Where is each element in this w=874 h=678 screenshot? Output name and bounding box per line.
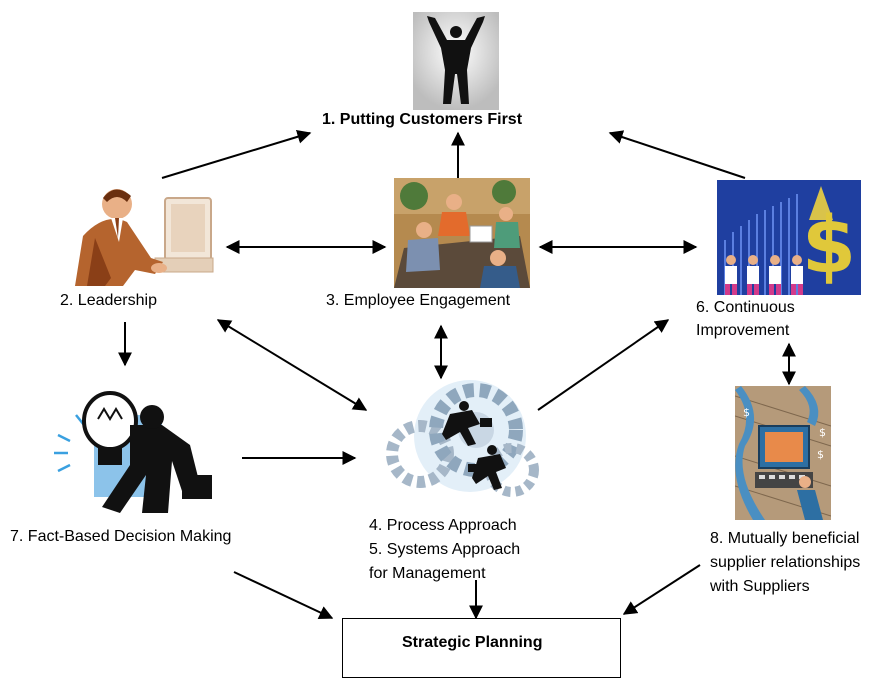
- rising-bar-chart-dollar-icon: $: [717, 180, 861, 295]
- lightbulb-idea-icon: [54, 391, 212, 513]
- improvement-image: $: [717, 180, 861, 295]
- label-continuous-2: Improvement: [696, 322, 790, 339]
- label-leadership: 2. Leadership: [60, 292, 157, 309]
- label-supplier-3: with Suppliers: [710, 578, 810, 595]
- arrow-improvement-to-customers: [608, 130, 746, 179]
- team-meeting-icon: [394, 178, 530, 288]
- engagement-image: [394, 178, 530, 288]
- svg-text:$: $: [743, 406, 750, 419]
- arrow-leadership-to-customers: [161, 129, 312, 179]
- customers-image: [413, 12, 499, 110]
- svg-text:$: $: [817, 448, 824, 461]
- connector-arrows: [118, 129, 796, 620]
- label-continuous-1: 6. Continuous: [696, 299, 795, 316]
- arrow-process-to-improvement: [537, 319, 670, 411]
- arrow-leadership-process: [216, 319, 368, 411]
- label-management: for Management: [369, 565, 486, 582]
- label-engagement: 3. Employee Engagement: [326, 292, 511, 309]
- arrow-fact-to-planning: [233, 571, 334, 619]
- label-systems: 5. Systems Approach: [369, 541, 521, 558]
- arrow-supplier-to-planning: [622, 564, 701, 615]
- supplier-image: $ $ $: [734, 386, 832, 520]
- label-process: 4. Process Approach: [369, 517, 517, 534]
- svg-text:$: $: [802, 201, 856, 291]
- label-supplier-2: supplier relationships: [710, 554, 861, 571]
- label-planning: Strategic Planning: [402, 634, 543, 651]
- label-supplier-1: 8. Mutually beneficial: [710, 530, 860, 547]
- label-customers: 1. Putting Customers First: [322, 111, 523, 128]
- leadership-image: [65, 178, 215, 286]
- supplier-computer-icon: $ $ $: [734, 386, 832, 520]
- businessman-at-computer-icon: [75, 189, 214, 286]
- label-fact: 7. Fact-Based Decision Making: [10, 528, 232, 545]
- fact-image: [50, 385, 220, 513]
- process-image: [380, 380, 540, 498]
- svg-text:$: $: [819, 426, 826, 439]
- gears-running-people-icon: [386, 380, 539, 497]
- person-arms-raised-icon: [413, 12, 499, 110]
